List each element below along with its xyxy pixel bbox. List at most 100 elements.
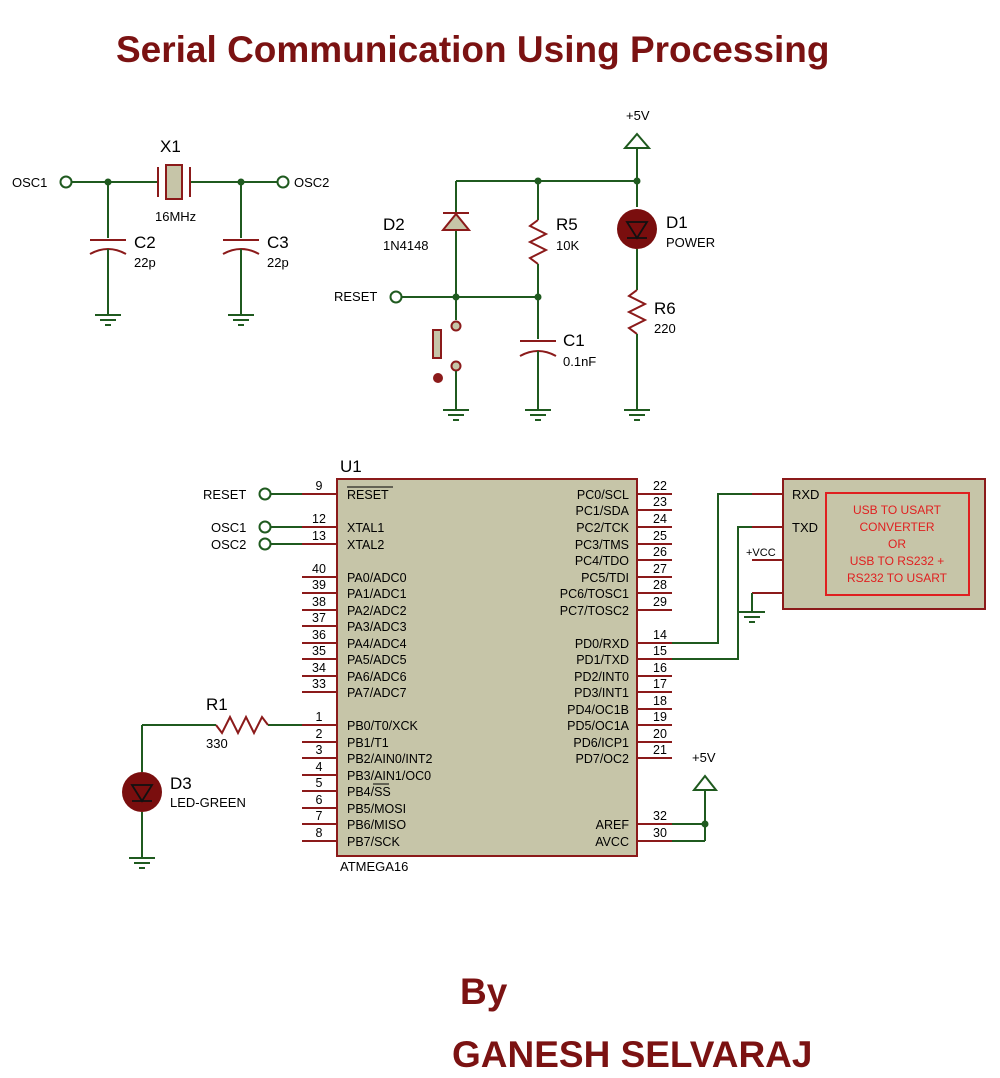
pin-name: PB7/SCK xyxy=(347,835,400,849)
pin-name: PC7/TOSC2 xyxy=(560,604,629,618)
led-circuit: R1 330 D3 LED-GREEN xyxy=(122,695,302,869)
osc1-terminal xyxy=(59,175,73,189)
converter-vcc-label: +VCC xyxy=(746,547,776,559)
author-name: GANESH SELVARAJ xyxy=(452,1034,812,1075)
reset-label: RESET xyxy=(334,289,377,304)
author-by: By xyxy=(460,971,508,1012)
c2-value: 22p xyxy=(134,255,156,270)
pin-number: 27 xyxy=(653,562,667,576)
osc2-label: OSC2 xyxy=(294,175,329,190)
pin-name: PA5/ADC5 xyxy=(347,653,407,667)
pin-number: 20 xyxy=(653,727,667,741)
r5-value: 10K xyxy=(556,238,579,253)
pin-number: 24 xyxy=(653,512,667,526)
pin-name: AREF xyxy=(596,818,630,832)
pin-number: 28 xyxy=(653,578,667,592)
r1-value: 330 xyxy=(206,736,228,751)
vcc-arrow-mcu xyxy=(691,774,719,791)
pin-name: PA6/ADC6 xyxy=(347,670,407,684)
pin-name: PC5/TDI xyxy=(581,571,629,585)
pin-name: PC0/SCL xyxy=(577,488,629,502)
pin-name: PD0/RXD xyxy=(575,637,629,651)
d1-ref: D1 xyxy=(666,213,688,232)
power-led-d1 xyxy=(617,209,657,249)
x1-value: 16MHz xyxy=(155,209,196,224)
pin-number: 40 xyxy=(312,562,326,576)
pin-number: 19 xyxy=(653,710,667,724)
pin-number: 17 xyxy=(653,677,667,691)
vcc-label-mcu: +5V xyxy=(692,750,716,765)
oscillator-circuit: OSC1 OSC2 X1 16MHz C2 22p C3 22p xyxy=(12,137,329,326)
left-pin-group: 9RESET12XTAL113XTAL240PA0/ADC039PA1/ADC1… xyxy=(302,479,432,849)
pin-number: 7 xyxy=(316,809,323,823)
converter-line-2: CONVERTER xyxy=(859,520,934,534)
mcu-osc1-terminal xyxy=(258,520,272,534)
pin-name: PB6/MISO xyxy=(347,818,406,832)
diagram-title: Serial Communication Using Processing xyxy=(116,29,829,70)
pin-number: 9 xyxy=(316,479,323,493)
pin-number: 25 xyxy=(653,529,667,543)
converter-line-1: USB TO USART xyxy=(853,503,942,517)
crystal-x1 xyxy=(157,164,191,200)
pin-name: PC6/TOSC1 xyxy=(560,587,629,601)
pin-number: 8 xyxy=(316,826,323,840)
pin-name: PA3/ADC3 xyxy=(347,620,407,634)
pin-name: PA1/ADC1 xyxy=(347,587,407,601)
mcu-body xyxy=(336,478,638,857)
x1-ref: X1 xyxy=(160,137,181,156)
usb-converter-module: RXD TXD +VCC USB TO USART CONVERTER OR U… xyxy=(672,478,986,660)
d1-value: POWER xyxy=(666,235,715,250)
pin-number: 18 xyxy=(653,694,667,708)
pin-name: PD6/ICP1 xyxy=(573,736,629,750)
pin-number: 13 xyxy=(312,529,326,543)
pin-name: RESET xyxy=(347,488,389,502)
vcc-arrow-top xyxy=(622,132,652,149)
pin-name: PD1/TXD xyxy=(576,653,629,667)
d2-ref: D2 xyxy=(383,215,405,234)
c3-ref: C3 xyxy=(267,233,289,252)
pin-name: PC1/SDA xyxy=(576,504,630,518)
pin-number: 1 xyxy=(316,710,323,724)
pin-name: PB4/SS xyxy=(347,785,391,799)
converter-line-4: USB TO RS232 + xyxy=(850,554,945,568)
pin-number: 23 xyxy=(653,495,667,509)
vcc-label-top: +5V xyxy=(626,108,650,123)
pin-name: PA2/ADC2 xyxy=(347,604,407,618)
pin-name: PC2/TCK xyxy=(576,521,629,535)
pin-name: XTAL1 xyxy=(347,521,384,535)
pin-name: PB1/T1 xyxy=(347,736,389,750)
converter-line-5: RS232 TO USART xyxy=(847,571,948,585)
osc2-terminal xyxy=(276,175,290,189)
pin-name: PB0/T0/XCK xyxy=(347,719,419,733)
c3-value: 22p xyxy=(267,255,289,270)
mcu-osc2-label: OSC2 xyxy=(211,537,246,552)
pin-number: 21 xyxy=(653,743,667,757)
pin-number: 2 xyxy=(316,727,323,741)
mcu-part: ATMEGA16 xyxy=(340,859,408,874)
r6-value: 220 xyxy=(654,321,676,336)
converter-line-3: OR xyxy=(888,537,906,551)
r5-ref: R5 xyxy=(556,215,578,234)
r6-ref: R6 xyxy=(654,299,676,318)
